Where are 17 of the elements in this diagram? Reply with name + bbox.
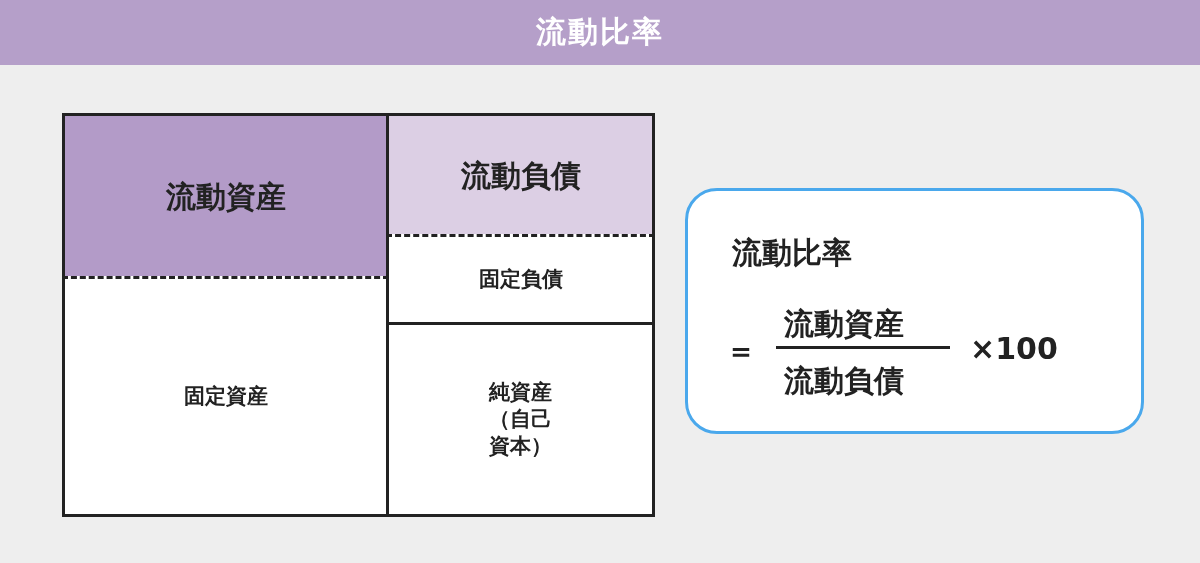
- cell-label: 純資産（自己資本）: [487, 378, 553, 461]
- balance-sheet-cell: [386, 234, 655, 325]
- formula-heading: 流動比率: [732, 234, 852, 272]
- balance-sheet-cell: [386, 113, 655, 237]
- formula-multiplier: ×100: [970, 331, 1058, 366]
- title: 流動比率: [536, 13, 664, 51]
- balance-sheet-cell: [62, 276, 389, 517]
- cell-label: 固定資産: [183, 382, 268, 410]
- formula-denominator: 流動負債: [784, 362, 904, 400]
- cell-label: 流動資産: [165, 177, 286, 216]
- balance-sheet-cell: [386, 322, 655, 517]
- cell-label: 固定負債: [478, 265, 563, 293]
- cell-label: 流動負債: [460, 156, 581, 195]
- formula-equals-sign: ＝: [726, 332, 756, 370]
- balance-sheet-cell: [62, 113, 389, 279]
- formula-card: [685, 188, 1144, 434]
- formula-numerator: 流動資産: [784, 305, 904, 343]
